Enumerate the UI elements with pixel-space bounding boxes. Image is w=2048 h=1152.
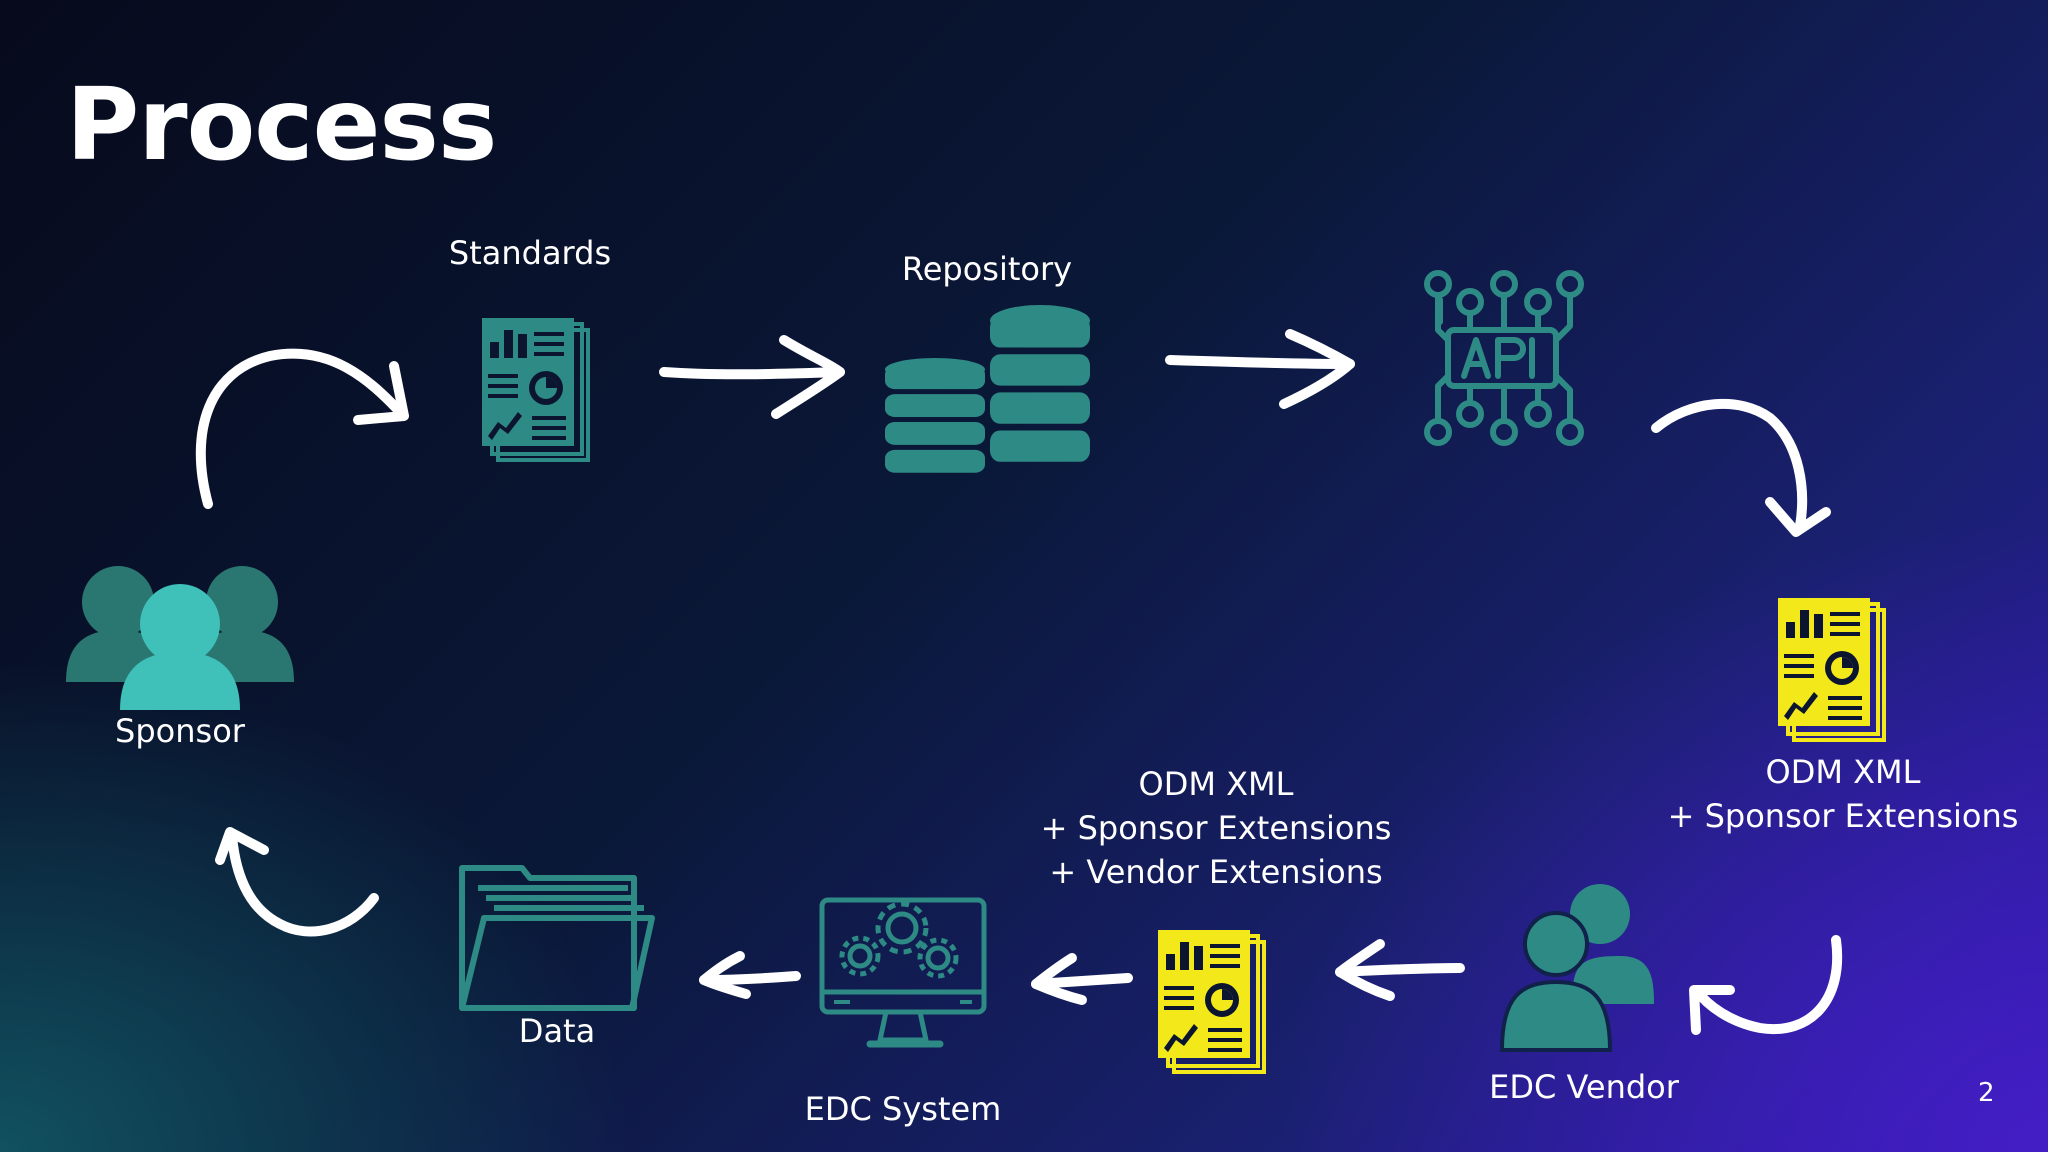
arrow-standards-to-repository-head	[771, 335, 845, 419]
arrow-data-to-sponsor-head	[215, 827, 269, 865]
arrow-edc-system-to-data	[699, 971, 801, 985]
arrow-vendor-to-odm-mid-head	[1335, 939, 1395, 1001]
arrow-api-to-odm	[1651, 398, 1808, 531]
arrow-vendor-to-odm-mid	[1335, 963, 1465, 977]
arrow-repository-to-api	[1165, 355, 1355, 369]
arrow-repository-to-api-head	[1279, 329, 1355, 409]
label-data: Data	[518, 1012, 596, 1050]
label-odm-mid: ODM XML + Sponsor Extensions + Vendor Ex…	[1041, 762, 1392, 894]
odm-mid-report-icon	[1156, 928, 1266, 1074]
label-odm-right: ODM XML + Sponsor Extensions	[1668, 750, 2019, 838]
arrow-sponsor-to-standards-head	[353, 361, 409, 425]
flow-arrows	[195, 329, 1843, 1035]
slide-title: Process	[66, 66, 497, 183]
label-sponsor: Sponsor	[115, 712, 245, 750]
arrow-sponsor-to-standards	[195, 348, 405, 509]
arrow-edc-system-to-data-head	[699, 951, 751, 999]
label-odm-right-line-2: + Sponsor Extensions	[1667, 797, 2019, 835]
edc-vendor-users-icon	[1499, 884, 1654, 1052]
arrow-standards-to-repository	[659, 367, 845, 380]
standards-report-icon	[480, 316, 590, 462]
arrow-odm-to-vendor-head	[1689, 985, 1735, 1035]
label-odm-right-line-1: ODM XML	[1765, 753, 1921, 791]
arrow-api-to-odm-head	[1765, 497, 1831, 537]
data-folder-icon	[459, 865, 655, 1011]
arrow-odm-mid-to-edc-system-head	[1031, 953, 1087, 1005]
page-number: 2	[1978, 1078, 1995, 1108]
repository-database-icon	[885, 305, 1090, 473]
label-standards: Standards	[448, 234, 612, 272]
sponsor-users-group-icon	[66, 566, 294, 710]
label-repository: Repository	[901, 250, 1073, 288]
api-chip-icon	[1424, 270, 1584, 446]
arrow-data-to-sponsor	[227, 831, 379, 937]
label-odm-mid-line-3: + Vendor Extensions	[1049, 853, 1383, 891]
label-edc-vendor: EDC Vendor	[1489, 1068, 1679, 1106]
odm-right-report-icon	[1776, 596, 1886, 742]
edc-system-monitor-icon	[819, 897, 987, 1048]
label-odm-mid-line-1: ODM XML	[1138, 765, 1294, 803]
label-edc-system: EDC System	[804, 1090, 1002, 1128]
label-odm-mid-line-2: + Sponsor Extensions	[1040, 809, 1392, 847]
arrow-odm-to-vendor	[1691, 935, 1843, 1035]
